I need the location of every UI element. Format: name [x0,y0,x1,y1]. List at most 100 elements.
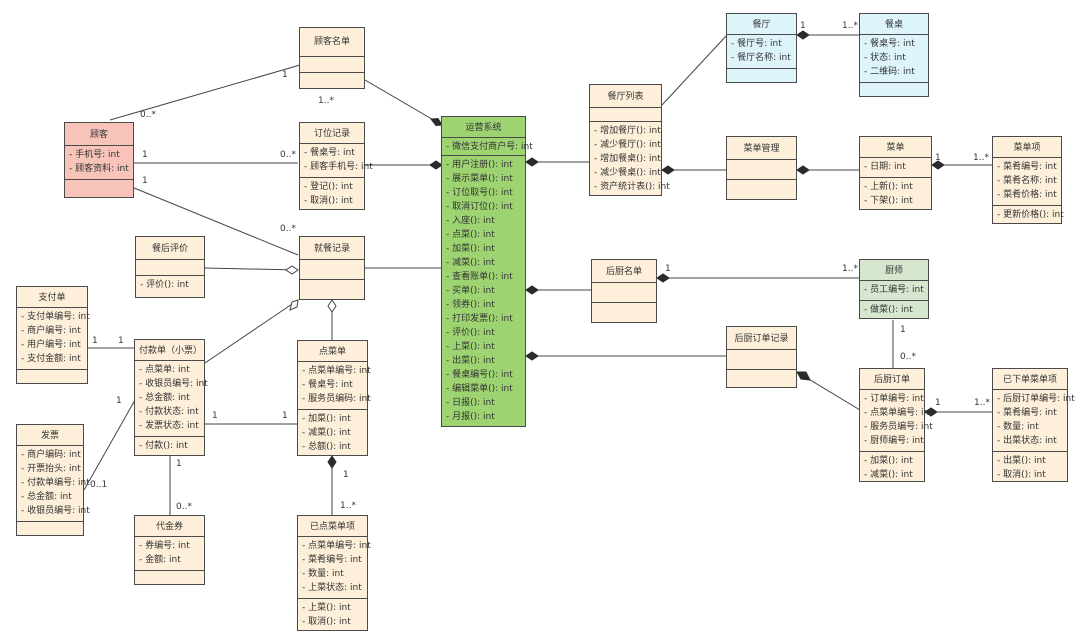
attributes-section: - 餐桌号: int - 顾客手机号: int [300,143,373,177]
attribute: - 总金额: int [21,492,72,502]
class-payment[interactable]: 付款单（小票） - 点菜单: int - 收银员编号: int - 总金额: i… [134,339,208,456]
class-placed-item[interactable]: 已下单菜单项 - 后厨订单编号: int - 菜肴编号: int - 数量: i… [992,368,1075,482]
multiplicity-label: 1 [900,325,906,335]
attribute: - 顾客手机号: int [304,162,373,172]
attribute: - 餐桌号: int [304,148,355,158]
operation: - 点菜(): int [446,230,495,240]
attributes-section: - 菜肴编号: int - 菜肴名称: int - 菜肴价格: int [993,157,1061,205]
class-title: 餐桌 [884,20,903,30]
attribute: - 手机号: int [69,150,120,160]
operations-section: - 加菜(): int - 减菜(): int - 总额(): int [298,409,367,455]
attributes-section: - 商户编码: int - 开票抬头: int - 付款单编号: int - 总… [17,445,90,521]
class-order-sheet[interactable]: 点菜单 - 点菜单编号: int - 餐桌号: int - 服务员编码: int… [297,340,371,456]
class-title: 菜单 [886,143,905,153]
operation: - 打印发票(): int [446,314,513,324]
attribute: - 券编号: int [139,541,190,551]
operation: - 出菜(): int [446,356,495,366]
multiplicity-label: 1 [142,150,148,160]
attribute: - 餐厅名称: int [731,53,791,63]
class-title: 发票 [40,431,59,441]
attributes-section: - 餐厅号: int - 餐厅名称: int [727,34,796,68]
attribute: - 菜肴编号: int [997,162,1057,172]
attribute: - 微信支付商户号: int [446,142,533,152]
operation: - 取消订位(): int [446,202,513,212]
class-title: 餐后评价 [151,244,188,254]
attribute: - 服务员编码: int [302,394,371,404]
attributes-section [592,282,656,302]
class-menu[interactable]: 菜单 - 日期: int - 上新(): int - 下架(): int [859,136,932,210]
multiplicity-label: 0..1 [90,480,108,490]
attributes-section: - 日期: int [860,157,931,177]
multiplicity-label: 1..* [974,398,990,408]
attributes-section: - 券编号: int - 金额: int [135,536,204,570]
operations-section: - 上新(): int - 下架(): int [860,177,931,209]
multiplicity-label: 1 [665,264,671,274]
operations-section: - 出菜(): int - 取消(): int [993,451,1067,481]
class-dining-record[interactable]: 就餐记录 [299,236,365,300]
operation: - 领券(): int [446,300,495,310]
class-title: 付款单（小票） [139,346,203,356]
multiplicity-label: 1 [116,396,122,406]
operation: - 资产统计表(): int [594,182,670,192]
class-restaurant-list[interactable]: 餐厅列表 - 增加餐厅(): int - 减少餐厅(): int - 增加餐桌(… [589,84,670,196]
operation: - 减菜(): int [864,470,913,480]
class-voucher[interactable]: 代金券 - 券编号: int - 金额: int [134,515,205,585]
operation: - 加菜(): int [864,456,913,466]
attribute: - 付款单编号: int [21,478,90,488]
class-review[interactable]: 餐后评价 - 评价(): int [135,236,205,298]
class-title: 菜单项 [1013,143,1041,153]
attribute: - 状态: int [864,53,906,63]
operations-section: - 用户注册(): int - 展示菜单(): int - 订位取号(): in… [442,155,525,426]
class-reservation[interactable]: 订位记录 - 餐桌号: int - 顾客手机号: int - 登记(): int… [299,122,373,210]
composition-diamond-3 [525,157,539,167]
class-ordered-item[interactable]: 已点菜单项 - 点菜单编号: int - 菜肴编号: int - 数量: int… [297,515,371,631]
attribute: - 收银员编号: int [139,379,208,389]
operation: - 日报(): int [446,398,495,408]
class-invoice[interactable]: 发票 - 商户编码: int - 开票抬头: int - 付款单编号: int … [16,424,90,536]
link-review-dining [204,267,299,271]
operation: - 用户注册(): int [446,160,513,170]
class-title: 已点菜单项 [309,522,355,532]
attributes-section: - 餐桌号: int - 状态: int - 二维码: int [860,34,928,82]
attribute: - 点菜单: int [139,365,190,375]
attribute: - 餐厅号: int [731,39,782,49]
operation: - 月报(): int [446,412,495,422]
class-ops-system[interactable]: 运营系统 - 微信支付商户号: int - 用户注册(): int - 展示菜单… [441,116,533,427]
class-customer-list[interactable]: 顾客名单 [299,27,365,89]
operation: - 买单(): int [446,286,495,296]
class-table[interactable]: 餐桌 - 餐桌号: int - 状态: int - 二维码: int [859,13,929,97]
multiplicity-label: 1 [142,176,148,186]
class-payment-slip[interactable]: 支付单 - 支付单编号: int - 商户编号: int - 用户编号: int… [16,286,90,384]
operation: - 出菜(): int [997,456,1046,466]
multiplicity-label: 0..* [280,224,296,234]
attributes-section: - 支付单编号: int - 商户编号: int - 用户编号: int - 支… [17,307,90,369]
attributes-section: - 点菜单编号: int - 菜肴编号: int - 数量: int - 上菜状… [298,536,371,598]
class-title: 已下单菜单项 [1002,375,1057,385]
multiplicity-label: 1..* [842,21,858,31]
operations-section [135,570,204,584]
class-title: 后厨名单 [605,267,642,277]
operation: - 编辑菜单(): int [446,384,513,394]
operation: - 加菜(): int [446,244,495,254]
attribute: - 总金额: int [139,393,190,403]
class-kitchen-order[interactable]: 后厨订单 - 订单编号: int - 点菜单编号: int - 服务员编号: i… [859,368,933,482]
attribute: - 商户编号: int [21,326,81,336]
class-kitchen-order-record[interactable]: 后厨订单记录 [726,326,797,388]
class-chef[interactable]: 厨师 - 员工编号: int - 做菜(): int [859,259,929,319]
operation: - 上菜(): int [302,603,351,613]
attribute: - 用户编号: int [21,340,81,350]
aggregation-diamond-2 [289,299,299,311]
class-title: 运营系统 [465,123,502,133]
attribute: - 服务员编号: int [864,422,933,432]
operation: - 下架(): int [864,196,913,206]
class-menu-item[interactable]: 菜单项 - 菜肴编号: int - 菜肴名称: int - 菜肴价格: int … [992,136,1064,224]
class-menu-mgmt[interactable]: 菜单管理 [726,136,797,200]
attribute: - 数量: int [302,569,344,579]
class-kitchen-list[interactable]: 后厨名单 [591,259,657,323]
multiplicity-label: 1 [282,70,288,80]
multiplicity-label: 1..* [973,153,989,163]
class-customer[interactable]: 顾客 - 手机号: int - 顾客资料: int [64,122,134,198]
link-customer-list-system [364,79,443,126]
class-restaurant[interactable]: 餐厅 - 餐厅号: int - 餐厅名称: int [726,13,797,83]
multiplicity-label: 0..* [140,110,156,120]
